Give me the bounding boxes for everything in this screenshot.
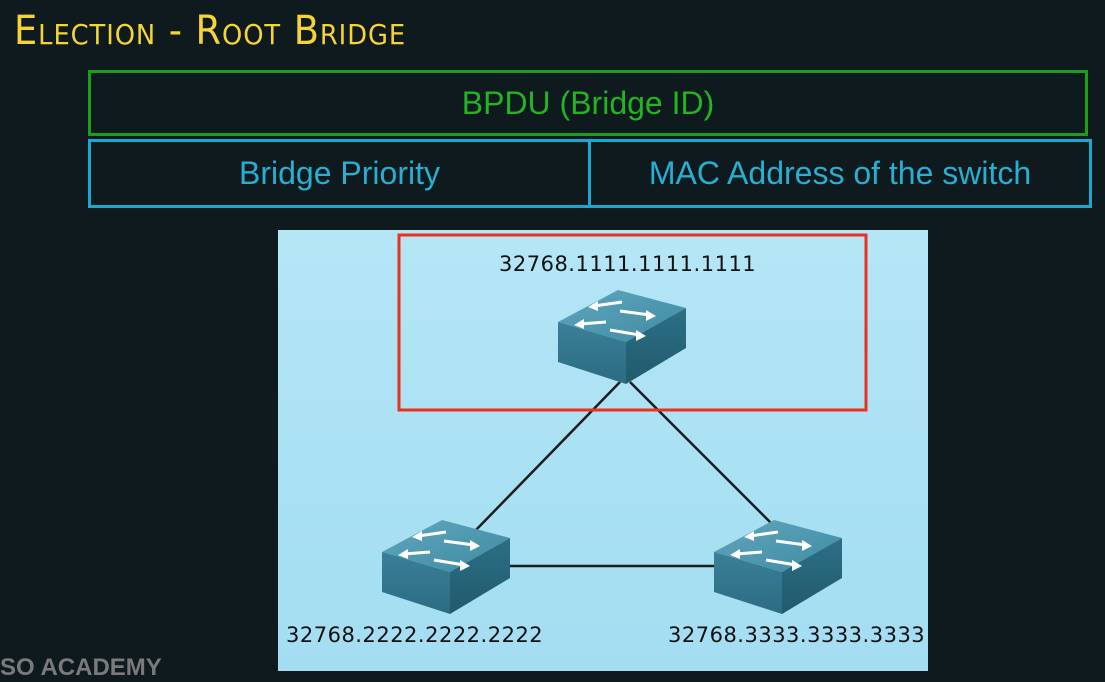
root-highlight-box xyxy=(397,233,868,412)
left-switch-icon xyxy=(380,518,512,616)
mac-address-field: MAC Address of the switch xyxy=(588,139,1092,208)
slide-title: Election - Root Bridge xyxy=(14,8,407,54)
bridge-priority-field: Bridge Priority xyxy=(88,139,591,208)
left-switch-label: 32768.2222.2222.2222 xyxy=(286,623,544,647)
link-root-left xyxy=(473,381,621,533)
right-switch-label: 32768.3333.3333.3333 xyxy=(668,623,926,647)
root-switch-label: 32768.1111.1111.1111 xyxy=(499,252,757,276)
right-switch-icon xyxy=(712,518,844,616)
watermark-logo: SO ACADEMY xyxy=(0,654,162,681)
topology-svg xyxy=(380,233,868,616)
root-switch-icon xyxy=(556,288,688,386)
network-diagram: 32768.1111.1111.1111 32768.2222.2222.222… xyxy=(278,230,928,671)
bpdu-header: BPDU (Bridge ID) xyxy=(88,70,1088,136)
link-root-right xyxy=(629,381,773,525)
